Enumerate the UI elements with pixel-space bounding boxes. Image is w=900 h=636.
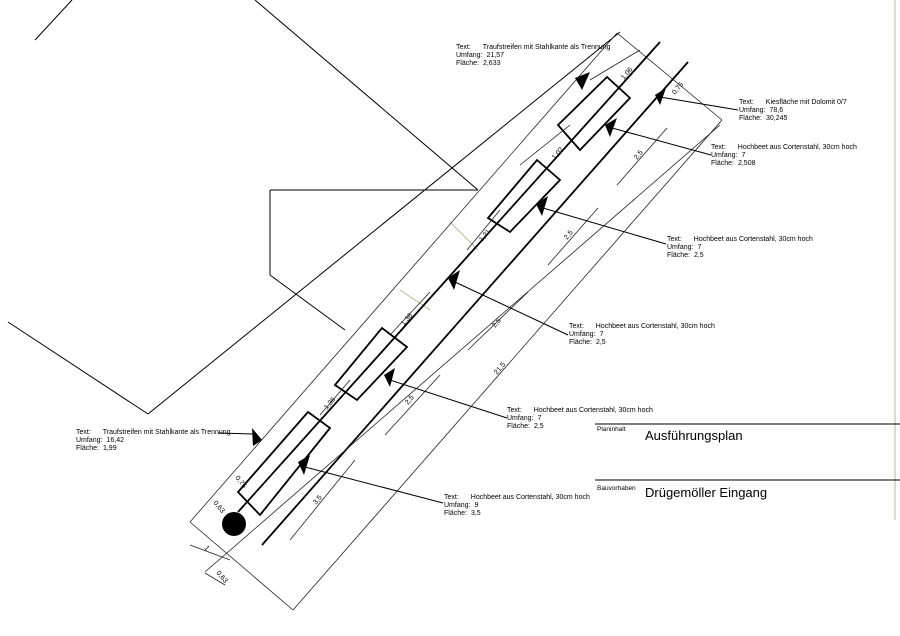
bed-3	[333, 326, 409, 402]
dimension-label: 1,36	[400, 312, 414, 327]
label-traufstreifen-bottom: Text:Traufstreifen mit Stahlkante als Tr…	[76, 429, 231, 452]
svg-text:Text:Traufstreifen mit Stahlka: Text:Traufstreifen mit Stahlkante als Tr…	[456, 44, 611, 51]
plan-label: Planinhalt	[597, 426, 626, 433]
bed-2	[486, 158, 562, 234]
label-traufstreifen-top: Text:Traufstreifen mit Stahlkante als Tr…	[456, 44, 611, 67]
svg-text:Text:Kiesfläche mit Dolomit 0/: Text:Kiesfläche mit Dolomit 0/7	[739, 99, 847, 106]
label-hochbeet-5: Text:Hochbeet aus Cortenstahl, 30cm hoch…	[444, 494, 590, 517]
annotation-labels: Text:Traufstreifen mit Stahlkante als Tr…	[76, 44, 857, 517]
arrow-icon	[536, 196, 548, 216]
svg-text:Fläche:2,633: Fläche:2,633	[456, 60, 501, 67]
dimension-label: 1	[202, 545, 210, 553]
bed-4	[236, 410, 332, 517]
svg-text:Umfang:7: Umfang:7	[507, 415, 541, 422]
label-hochbeet-3: Text:Hochbeet aus Cortenstahl, 30cm hoch…	[569, 323, 715, 346]
label-hochbeet-4: Text:Hochbeet aus Cortenstahl, 30cm hoch…	[507, 407, 653, 430]
svg-text:Text:Hochbeet aus Cortenstahl,: Text:Hochbeet aus Cortenstahl, 30cm hoch	[569, 323, 715, 330]
arrow-icon	[298, 455, 310, 475]
arrow-icon	[252, 428, 262, 446]
bed-1	[556, 75, 632, 152]
dimension-label: 2,5	[563, 229, 575, 241]
leaders	[217, 72, 739, 504]
svg-text:Umfang:7: Umfang:7	[711, 152, 745, 159]
svg-text:Umfang:21,57: Umfang:21,57	[456, 52, 504, 59]
raised-beds	[222, 75, 632, 536]
dimension-label: 2,5	[404, 394, 416, 406]
dimension-label: 2,5	[491, 317, 503, 329]
svg-text:Text:Hochbeet aus Cortenstahl,: Text:Hochbeet aus Cortenstahl, 30cm hoch	[667, 236, 813, 243]
svg-text:Text:Hochbeet aus Cortenstahl,: Text:Hochbeet aus Cortenstahl, 30cm hoch	[711, 144, 857, 151]
svg-text:Umfang:7: Umfang:7	[667, 244, 701, 251]
svg-text:Umfang:7: Umfang:7	[569, 331, 603, 338]
svg-text:Text:Hochbeet aus Cortenstahl,: Text:Hochbeet aus Cortenstahl, 30cm hoch	[507, 407, 653, 414]
svg-text:Fläche:2,5: Fläche:2,5	[667, 252, 704, 259]
arrow-icon	[605, 118, 617, 137]
arrow-icon	[448, 270, 460, 290]
svg-text:Fläche:2,5: Fläche:2,5	[569, 339, 606, 346]
svg-text:Umfang:16,42: Umfang:16,42	[76, 437, 124, 444]
svg-text:Fläche:2,5: Fläche:2,5	[507, 423, 544, 430]
dimension-label: 21,5	[493, 361, 507, 376]
svg-text:Umfang:78,6: Umfang:78,6	[739, 107, 783, 114]
arrow-icon	[655, 88, 666, 105]
svg-text:Fläche:2,508: Fläche:2,508	[711, 160, 756, 167]
tree-symbol	[222, 512, 246, 536]
svg-text:Fläche:1,99: Fläche:1,99	[76, 445, 117, 452]
dimension-label: 0,75	[233, 475, 247, 490]
svg-text:Fläche:30,245: Fläche:30,245	[739, 115, 787, 122]
arrow-icon	[575, 72, 590, 90]
dimension-label: 2,5	[633, 149, 645, 161]
plan-value: Ausführungsplan	[645, 428, 743, 443]
svg-text:Text:Traufstreifen mit Stahlka: Text:Traufstreifen mit Stahlkante als Tr…	[76, 429, 231, 436]
label-hochbeet-2: Text:Hochbeet aus Cortenstahl, 30cm hoch…	[667, 236, 813, 259]
dimension-label: 3,5	[312, 494, 324, 506]
arrow-icon	[384, 368, 395, 387]
dimension-label: 0,75	[671, 81, 685, 96]
gravel-strip	[189, 32, 723, 611]
label-hochbeet-1: Text:Hochbeet aus Cortenstahl, 30cm hoch…	[711, 144, 857, 167]
label-kiesflaeche: Text:Kiesfläche mit Dolomit 0/7 Umfang:7…	[739, 99, 847, 122]
dimension-label: 0,63	[211, 500, 225, 515]
title-block: Planinhalt Ausführungsplan Bauvorhaben D…	[595, 423, 900, 500]
svg-text:Umfang:9: Umfang:9	[444, 502, 478, 509]
project-value: Drügemöller Eingang	[645, 485, 767, 500]
dimension-lines	[189, 49, 721, 586]
building-outlines	[7, 0, 896, 520]
dimension-label: 0,63	[214, 570, 228, 585]
svg-text:Text:Hochbeet aus Cortenstahl,: Text:Hochbeet aus Cortenstahl, 30cm hoch	[444, 494, 590, 501]
project-label: Bauvorhaben	[597, 485, 636, 492]
svg-text:Fläche:3,5: Fläche:3,5	[444, 510, 481, 517]
